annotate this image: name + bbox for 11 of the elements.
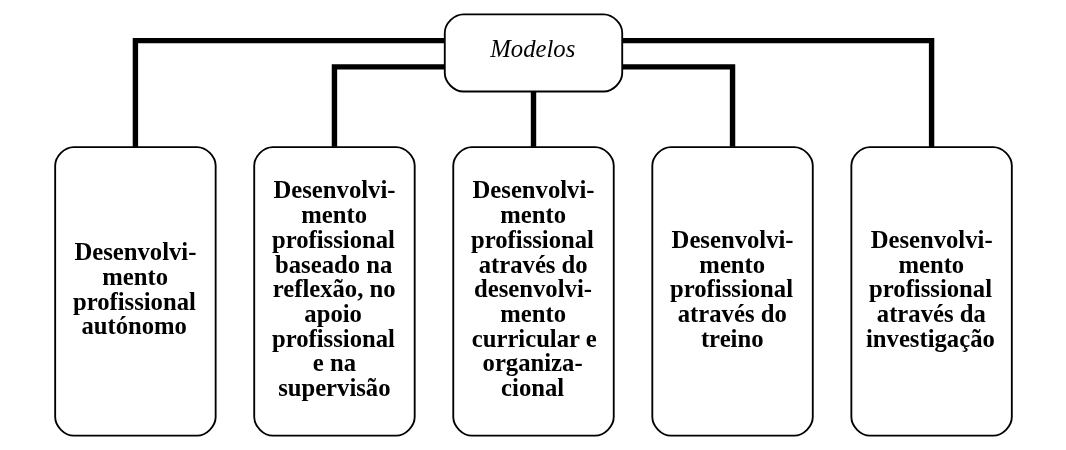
connector xyxy=(621,37,934,147)
node-box: Desenvolvi- mento profissional através do desenvolvi- mento curricular e organiza- cional xyxy=(451,146,615,437)
node-box: Desenvolvi- mento profissional através da investigação xyxy=(849,146,1013,437)
node-box: Desenvolvi- mento profissional através do treino xyxy=(650,146,814,437)
node-box: Desenvolvi- mento profissional autónomo xyxy=(53,146,217,437)
connector xyxy=(530,91,536,147)
connector xyxy=(622,64,735,147)
node-box: Desenvolvi- mento profissional baseado na reflexão, no apoio profissional e na supervisão xyxy=(252,146,416,437)
connector xyxy=(331,64,444,147)
node-box: Modelos xyxy=(443,13,623,93)
connector xyxy=(132,37,445,147)
